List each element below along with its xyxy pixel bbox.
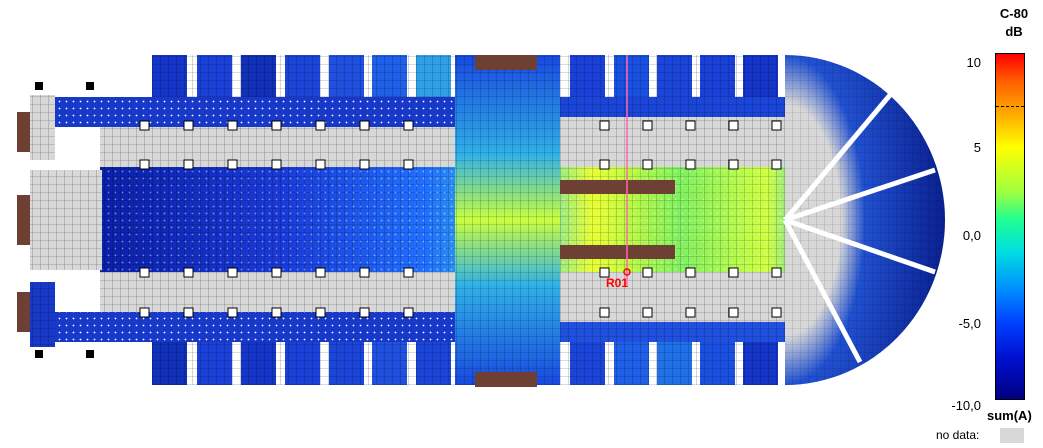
- sum-label: sum(A): [987, 408, 1032, 423]
- colorbar: [995, 53, 1025, 400]
- west-door-middle: [17, 195, 30, 245]
- pillars: [139, 120, 782, 318]
- tick-minus-5: -5,0: [958, 316, 981, 331]
- no-data-swatch: [1000, 428, 1024, 443]
- choir-stall-top: [560, 180, 675, 194]
- tick-0: 0,0: [962, 228, 981, 243]
- west-door-bottom: [17, 292, 30, 332]
- tick-minus-10: -10,0: [951, 398, 981, 413]
- choir-stall-bottom: [560, 245, 675, 259]
- receiver-label: R01: [606, 276, 628, 290]
- no-data-label: no data:: [936, 428, 980, 442]
- legend-unit: dB: [1005, 24, 1023, 39]
- tick-10: 10: [966, 55, 981, 70]
- transept-door-bottom: [475, 372, 537, 387]
- tick-5: 5: [973, 140, 981, 155]
- floor-plan-map: R01: [17, 55, 945, 387]
- tower-corners: [35, 82, 94, 358]
- receiver-marker: [623, 268, 631, 276]
- legend-title: C-80: [999, 6, 1029, 21]
- transept-door-top: [475, 55, 537, 70]
- west-door-top: [17, 112, 30, 152]
